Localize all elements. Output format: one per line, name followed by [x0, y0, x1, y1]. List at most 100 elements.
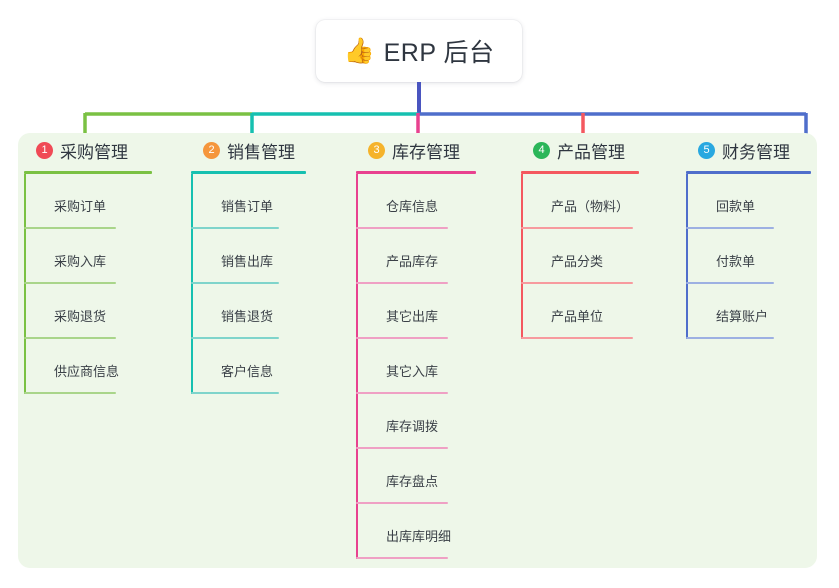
branch-number-badge: 1	[36, 141, 53, 159]
branch-title: 产品管理	[557, 142, 625, 162]
branch-underline	[686, 171, 811, 174]
branch-header-1[interactable]: 1 采购管理	[18, 133, 168, 167]
branch-item[interactable]: 库存调拨	[350, 394, 500, 449]
branch-item-underline	[191, 227, 279, 229]
branch-item[interactable]: 库存盘点	[350, 449, 500, 504]
branch-item-label: 客户信息	[221, 364, 274, 379]
branch-items: 销售订单销售出库销售退货客户信息	[185, 174, 335, 394]
branch-item-label: 结算账户	[716, 309, 769, 324]
branch-header-5[interactable]: 5 财务管理	[680, 133, 830, 167]
branch-item-label: 销售退货	[221, 309, 274, 324]
branch-item-label: 其它入库	[386, 364, 439, 379]
branch-item-underline	[24, 227, 116, 229]
thumbs-up-icon: 👍	[343, 36, 375, 65]
branch-item[interactable]: 采购退货	[18, 284, 168, 339]
branch-rail	[686, 174, 688, 339]
branch-rail	[356, 174, 358, 559]
branch-item[interactable]: 产品库存	[350, 229, 500, 284]
branch-item-underline	[191, 337, 279, 339]
branch-header-2[interactable]: 2 销售管理	[185, 133, 335, 167]
branch-item-label: 回款单	[716, 199, 756, 214]
branch-item-label: 采购入库	[54, 254, 107, 269]
branch-underline	[521, 171, 639, 174]
branch-columns: 1 采购管理采购订单采购入库采购退货供应商信息 2 销售管理销售订单销售出库销售退货客…	[18, 133, 817, 568]
branch-item-underline	[356, 337, 448, 339]
branch-item-label: 仓库信息	[386, 199, 439, 214]
branch-item[interactable]: 其它出库	[350, 284, 500, 339]
branch-item-label: 供应商信息	[54, 364, 120, 379]
branch-items: 回款单付款单结算账户	[680, 174, 830, 339]
branch-number-badge: 5	[698, 141, 715, 159]
branch-panel	[18, 133, 817, 568]
branch-item[interactable]: 供应商信息	[18, 339, 168, 394]
branch-item-label: 库存调拨	[386, 419, 439, 434]
branch-item-label: 出库库明细	[386, 529, 452, 544]
branch-item-label: 产品分类	[551, 254, 604, 269]
branch-title: 库存管理	[392, 142, 460, 162]
branch-item[interactable]: 销售订单	[185, 174, 335, 229]
branch-item-underline	[521, 227, 633, 229]
branch-item-label: 产品（物料）	[551, 199, 630, 214]
branch-header-3[interactable]: 3 库存管理	[350, 133, 500, 167]
branch-rail	[191, 174, 193, 394]
branch-underline	[356, 171, 476, 174]
branch-column-4: 4 产品管理产品（物料） 产品分类产品单位	[515, 133, 665, 339]
branch-item-underline	[686, 227, 774, 229]
branch-item[interactable]: 采购入库	[18, 229, 168, 284]
branch-column-5: 5 财务管理回款单付款单结算账户	[680, 133, 830, 339]
branch-item[interactable]: 结算账户	[680, 284, 830, 339]
branch-item[interactable]: 产品（物料）	[515, 174, 665, 229]
branch-item-underline	[191, 392, 279, 394]
branch-item-underline	[24, 282, 116, 284]
branch-item[interactable]: 其它入库	[350, 339, 500, 394]
branch-rail	[24, 174, 26, 394]
branch-column-3: 3 库存管理仓库信息产品库存其它出库其它入库库存调拨库存盘点出库库明细	[350, 133, 500, 559]
branch-item[interactable]: 销售退货	[185, 284, 335, 339]
branch-item[interactable]: 出库库明细	[350, 504, 500, 559]
branch-underline	[191, 171, 306, 174]
branch-item[interactable]: 采购订单	[18, 174, 168, 229]
branch-item[interactable]: 产品单位	[515, 284, 665, 339]
branch-item-underline	[24, 337, 116, 339]
branch-item[interactable]: 付款单	[680, 229, 830, 284]
branch-item-underline	[191, 282, 279, 284]
branch-item[interactable]: 回款单	[680, 174, 830, 229]
branch-item-label: 销售订单	[221, 199, 274, 214]
branch-item-label: 库存盘点	[386, 474, 439, 489]
root-node[interactable]: 👍 ERP 后台	[316, 20, 522, 82]
branch-item-label: 采购退货	[54, 309, 107, 324]
branch-title: 采购管理	[60, 142, 128, 162]
branch-item-underline	[356, 227, 448, 229]
branch-number-badge: 4	[533, 141, 550, 159]
branch-column-1: 1 采购管理采购订单采购入库采购退货供应商信息	[18, 133, 168, 394]
branch-column-2: 2 销售管理销售订单销售出库销售退货客户信息	[185, 133, 335, 394]
branch-item-underline	[24, 392, 116, 394]
branch-item-underline	[356, 392, 448, 394]
branch-underline	[24, 171, 152, 174]
branch-item[interactable]: 仓库信息	[350, 174, 500, 229]
branch-item-label: 产品单位	[551, 309, 604, 324]
branch-items: 采购订单采购入库采购退货供应商信息	[18, 174, 168, 394]
branch-item-label: 付款单	[716, 254, 756, 269]
branch-title: 财务管理	[722, 142, 790, 162]
branch-item-underline	[356, 502, 448, 504]
branch-item-underline	[356, 557, 448, 559]
branch-header-4[interactable]: 4 产品管理	[515, 133, 665, 167]
branch-number-badge: 2	[203, 141, 220, 159]
branch-item-label: 销售出库	[221, 254, 274, 269]
branch-item-underline	[686, 337, 774, 339]
branch-number-badge: 3	[368, 141, 385, 159]
branch-item-underline	[686, 282, 774, 284]
branch-rail	[521, 174, 523, 339]
branch-item[interactable]: 销售出库	[185, 229, 335, 284]
branch-item-underline	[356, 282, 448, 284]
branch-item[interactable]: 客户信息	[185, 339, 335, 394]
branch-items: 仓库信息产品库存其它出库其它入库库存调拨库存盘点出库库明细	[350, 174, 500, 559]
branch-item-underline	[521, 337, 633, 339]
branch-title: 销售管理	[227, 142, 295, 162]
branch-item[interactable]: 产品分类	[515, 229, 665, 284]
branch-item-label: 采购订单	[54, 199, 107, 214]
branch-item-label: 其它出库	[386, 309, 439, 324]
branch-item-underline	[356, 447, 448, 449]
